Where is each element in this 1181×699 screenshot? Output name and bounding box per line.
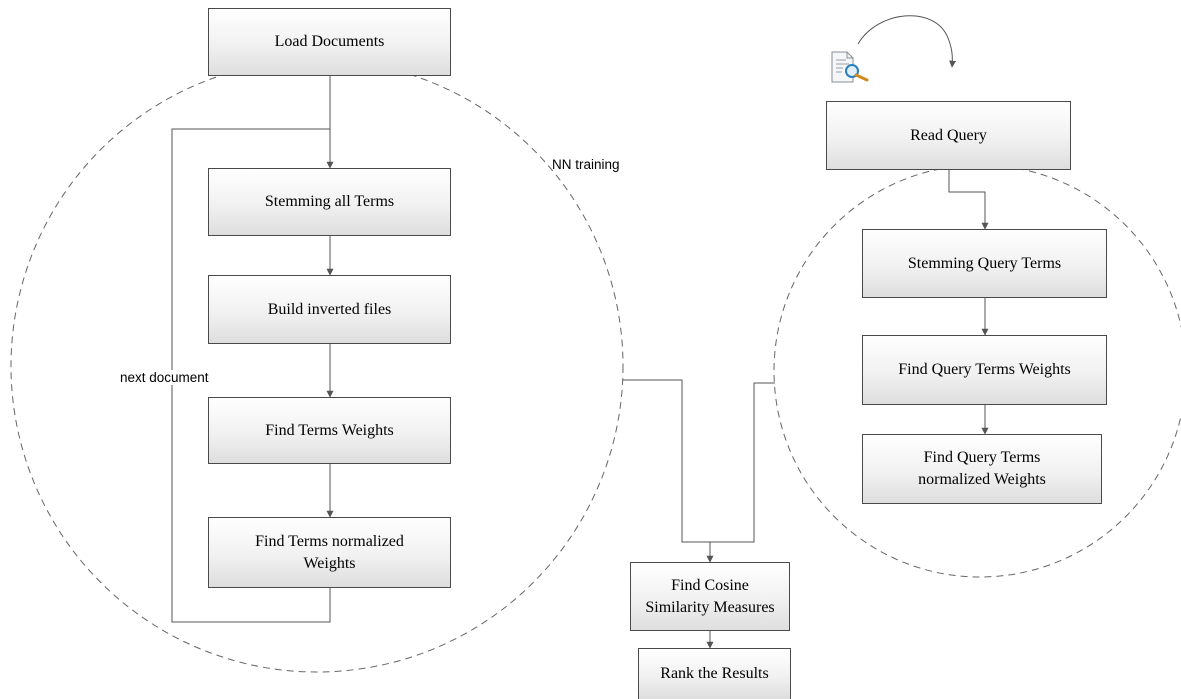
connector-query-to-cosine (710, 382, 775, 543)
connector-read-to-stem (948, 170, 989, 230)
build-inverted-files-text: Build inverted files (267, 300, 392, 318)
find-cosine-line1: Find Cosine (671, 576, 749, 594)
find-cosine-similarity-box: Find Cosine Similarity Measures (630, 562, 790, 631)
stemming-query-terms-box: Stemming Query Terms (862, 229, 1107, 298)
find-terms-weights-box: Find Terms Weights (208, 397, 451, 464)
connector-training-to-cosine (623, 379, 714, 563)
load-documents-box: Load Documents (208, 8, 451, 76)
next-document-loop (171, 128, 331, 623)
find-query-normalized-line2: normalized Weights (918, 471, 1046, 488)
find-cosine-line2: Similarity Measures (645, 598, 775, 616)
rank-the-results-box: Rank the Results (638, 648, 791, 699)
stemming-all-terms-box: Stemming all Terms (208, 168, 451, 236)
find-terms-normalized-weights-box: Find Terms normalized Weights (208, 517, 451, 588)
stemming-all-terms-text: Stemming all Terms (264, 193, 395, 211)
read-query-text: Read Query (910, 126, 987, 144)
find-terms-normalized-line2: Weights (303, 554, 356, 572)
find-query-normalized-line1: Find Query Terms (923, 449, 1041, 467)
next-document-label: next document (116, 370, 213, 385)
document-search-icon (831, 51, 869, 83)
find-query-terms-weights-box: Find Query Terms Weights (862, 335, 1107, 405)
stemming-query-terms-text: Stemming Query Terms (907, 254, 1062, 272)
nn-training-label: NN training (552, 157, 620, 172)
load-documents-text: Load Documents (274, 33, 385, 51)
build-inverted-files-box: Build inverted files (208, 275, 451, 344)
find-query-terms-weights-text: Find Query Terms Weights (898, 361, 1071, 379)
find-query-terms-normalized-weights-box: Find Query Terms normalized Weights (862, 434, 1102, 504)
query-icon-arc (857, 15, 957, 68)
find-terms-weights-text: Find Terms Weights (265, 421, 394, 439)
read-query-box: Read Query (826, 101, 1071, 170)
find-terms-normalized-line1: Find Terms normalized (255, 532, 404, 550)
rank-the-results-text: Rank the Results (660, 665, 769, 683)
